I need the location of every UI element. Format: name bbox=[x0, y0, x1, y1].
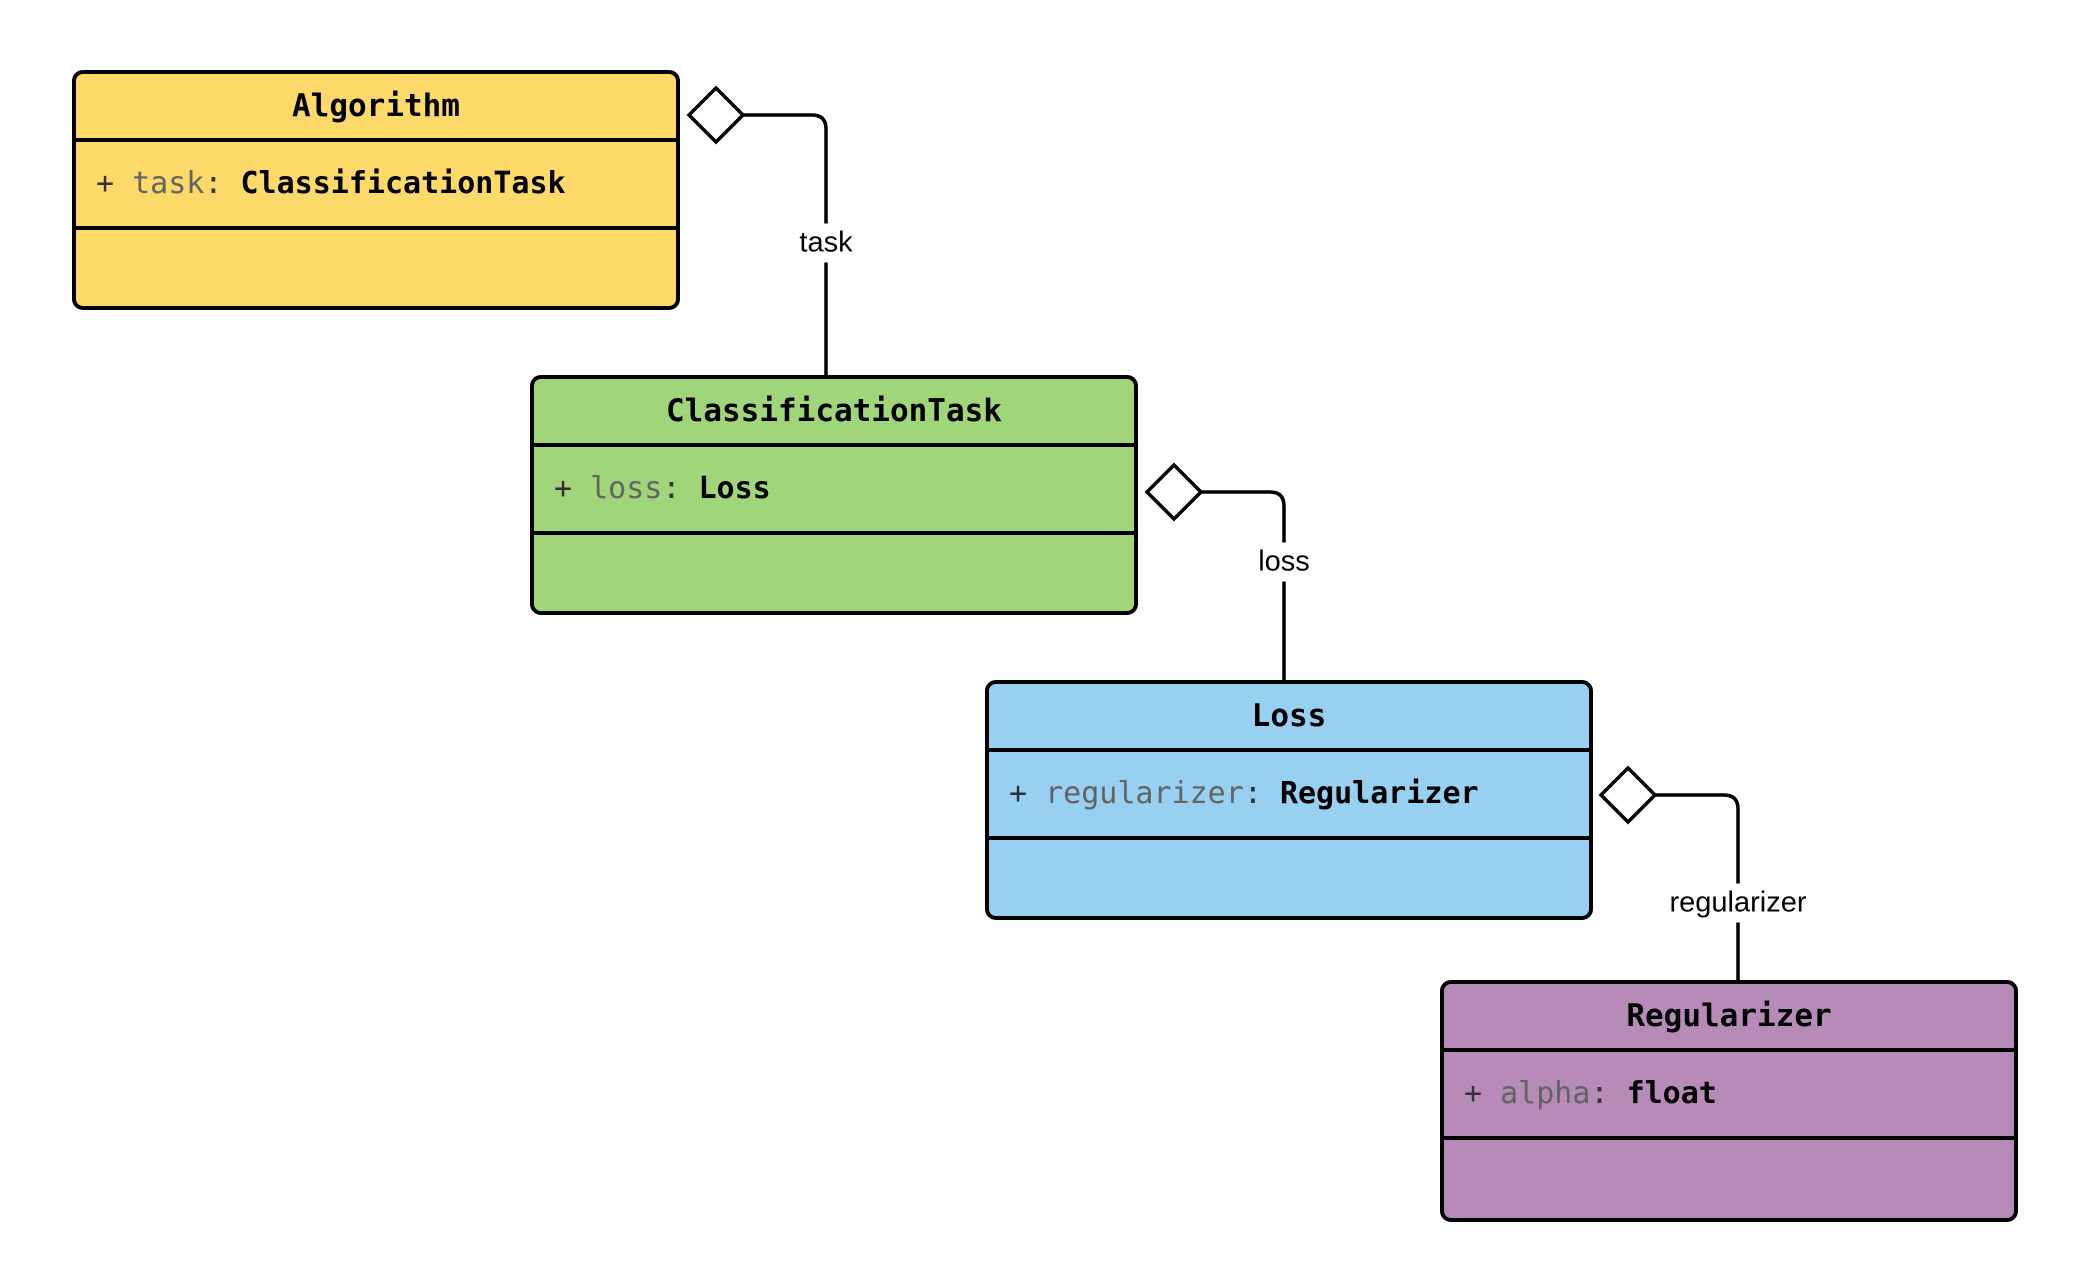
attribute-colon: : bbox=[204, 166, 223, 202]
class-methods-compartment bbox=[76, 230, 676, 306]
class-methods-compartment bbox=[1444, 1140, 2014, 1218]
attribute-name: regularizer bbox=[1045, 776, 1244, 812]
class-attribute-row: + alpha: float bbox=[1464, 1075, 2014, 1113]
class-attribute-row: + task: ClassificationTask bbox=[96, 165, 676, 203]
attribute-visibility: + bbox=[1464, 1076, 1483, 1112]
class-methods-compartment bbox=[989, 840, 1589, 916]
attribute-visibility: + bbox=[554, 471, 573, 507]
edge-label-task: task bbox=[793, 223, 859, 263]
class-title: ClassificationTask bbox=[534, 379, 1134, 447]
attribute-type: Regularizer bbox=[1279, 776, 1479, 812]
attribute-colon: : bbox=[1590, 1076, 1609, 1112]
class-title: Loss bbox=[989, 684, 1589, 752]
class-methods-compartment bbox=[534, 535, 1134, 611]
aggregation-diamond-icon-regularizer bbox=[1598, 765, 1658, 825]
class-attributes-compartment: + regularizer: Regularizer bbox=[989, 752, 1589, 840]
uml-class-loss[interactable]: Loss + regularizer: Regularizer bbox=[985, 680, 1593, 920]
attribute-name: loss bbox=[590, 471, 663, 507]
class-title: Algorithm bbox=[76, 74, 676, 142]
attribute-visibility: + bbox=[96, 166, 115, 202]
connector-line-loss bbox=[1201, 490, 1286, 680]
attribute-name: task bbox=[132, 166, 205, 202]
edge-label-regularizer: regularizer bbox=[1663, 883, 1813, 923]
edge-label-loss: loss bbox=[1252, 542, 1316, 582]
attribute-name: alpha bbox=[1500, 1076, 1591, 1112]
uml-class-algorithm[interactable]: Algorithm + task: ClassificationTask bbox=[72, 70, 680, 310]
attribute-colon: : bbox=[662, 471, 681, 507]
attribute-type: ClassificationTask bbox=[240, 166, 566, 202]
class-attribute-row: + regularizer: Regularizer bbox=[1009, 775, 1589, 813]
attribute-visibility: + bbox=[1009, 776, 1028, 812]
attribute-colon: : bbox=[1243, 776, 1262, 812]
attribute-type: float bbox=[1626, 1076, 1717, 1112]
attribute-type: Loss bbox=[698, 471, 771, 507]
class-title: Regularizer bbox=[1444, 984, 2014, 1052]
class-attributes-compartment: + alpha: float bbox=[1444, 1052, 2014, 1140]
class-attributes-compartment: + loss: Loss bbox=[534, 447, 1134, 535]
class-attribute-row: + loss: Loss bbox=[554, 470, 1134, 508]
class-attributes-compartment: + task: ClassificationTask bbox=[76, 142, 676, 230]
uml-class-regularizer[interactable]: Regularizer + alpha: float bbox=[1440, 980, 2018, 1222]
uml-class-classificationtask[interactable]: ClassificationTask + loss: Loss bbox=[530, 375, 1138, 615]
aggregation-diamond-icon-loss bbox=[1144, 462, 1204, 522]
aggregation-diamond-icon-task bbox=[686, 85, 746, 145]
